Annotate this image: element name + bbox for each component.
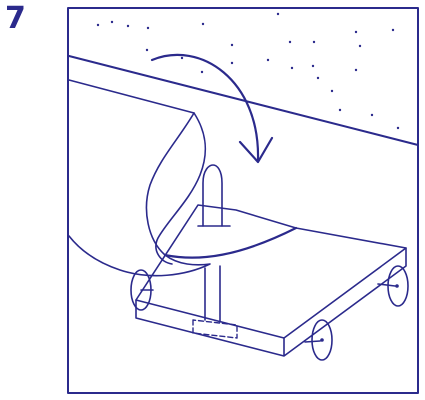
sail-curl — [155, 112, 207, 265]
sail-lower-curve — [163, 226, 298, 259]
illustration-frame — [67, 7, 419, 394]
wheel-back-right — [377, 265, 409, 307]
axle-post — [204, 265, 221, 323]
deck-thickness — [135, 247, 407, 357]
arrow-head — [238, 136, 274, 164]
dotted-background — [96, 12, 400, 130]
hidden-hole — [192, 319, 238, 339]
step-number: 7 — [5, 1, 26, 36]
surface-line — [68, 55, 419, 146]
mast-peg — [197, 164, 231, 227]
deck-board — [135, 204, 407, 339]
wheel-back-left — [130, 269, 154, 311]
curved-arrow — [150, 53, 260, 162]
wheel-front-left — [304, 319, 333, 361]
sail-panel — [68, 79, 211, 277]
